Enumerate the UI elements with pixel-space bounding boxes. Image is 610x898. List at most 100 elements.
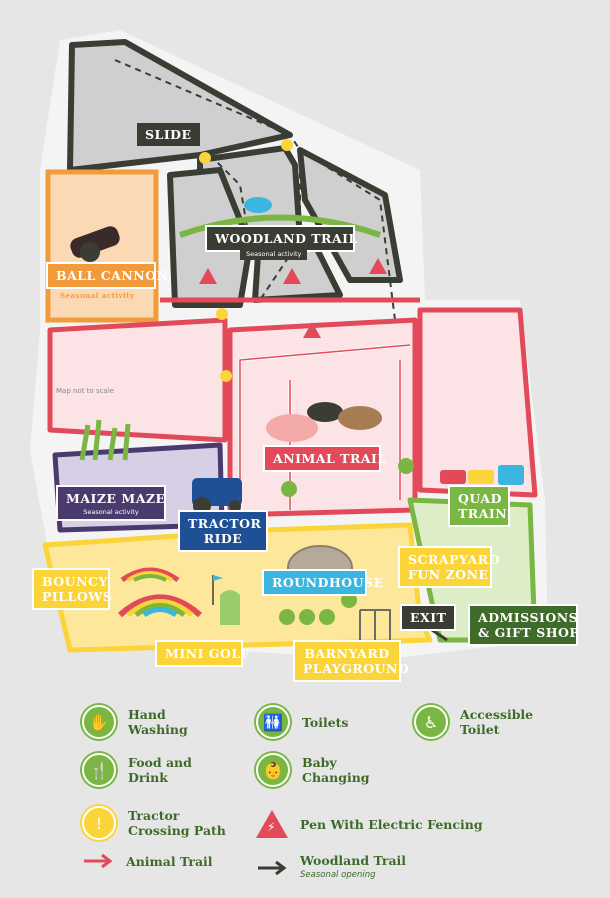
goat-image — [338, 406, 382, 430]
bouncy-pillow-small — [120, 567, 180, 583]
bouncy-pillow-small-band2 — [133, 574, 167, 582]
food-drink-marker-icon — [281, 458, 414, 497]
woodland-zone-right — [297, 147, 403, 283]
label-exit[interactable]: EXIT — [400, 604, 457, 631]
hand-washing-line2: Washing — [128, 722, 188, 737]
label-tractor-ride: TRACTOR RIDE — [178, 510, 268, 552]
woodland-trail-title: WOODLAND TRAIL — [215, 231, 358, 246]
label-woodland-trail: WOODLAND TRAIL — [205, 225, 358, 252]
label-slide: SLIDE — [137, 123, 200, 146]
admissions-line2: & GIFT SHOP — [478, 625, 580, 640]
golf-flag — [213, 575, 223, 581]
toilets-text: Toilets — [302, 714, 349, 730]
animal-zone-right — [417, 307, 538, 498]
label-barnyard: BARNYARD PLAYGROUND — [293, 640, 409, 682]
food-drink-icon: 🍴 — [82, 753, 116, 787]
tractor-wheel-small — [229, 500, 241, 512]
woodland-foliage — [179, 214, 381, 238]
legend-electric-fence: ⚡ Pen With Electric Fencing — [256, 810, 483, 838]
hand-washing-line1: Hand — [128, 707, 166, 722]
quad-train-engine — [498, 465, 524, 485]
bouncy-line1: BOUNCY — [42, 574, 108, 589]
bouncy-pillow-large-band2 — [134, 603, 186, 618]
cannon-wheel — [80, 242, 100, 262]
legend-toilets: 🚻 Toilets — [256, 705, 348, 739]
tractor-ride-line1: TRACTOR — [188, 516, 262, 531]
tractor-ride-line2: RIDE — [203, 531, 243, 546]
ball-cannon-title: BALL CANNON — [56, 268, 169, 283]
quad-train-line1: QUAD — [458, 491, 502, 506]
barnyard-line1: BARNYARD — [304, 646, 390, 661]
woodland-trail-arrow-icon — [258, 860, 287, 876]
baby-changing-icon: 👶 — [256, 753, 290, 787]
label-bouncy-pillows: BOUNCY PILLOWS — [32, 568, 113, 610]
quad-train-car-2 — [468, 470, 494, 484]
barnyard-line2: PLAYGROUND — [303, 661, 410, 676]
label-ball-cannon: BALL CANNON — [46, 262, 168, 289]
label-admissions[interactable]: ADMISSIONS & GIFT SHOP — [468, 604, 580, 646]
woodland-zone-top — [67, 39, 293, 173]
woodland-trail-title-legend: Woodland Trail — [300, 853, 407, 868]
pig-image — [266, 414, 318, 442]
bouncy-pillow-large-band — [126, 599, 194, 617]
ball-cannon-sub: Seasonal activity — [60, 291, 135, 300]
woodland-trail-sub-legend: Seasonal opening — [300, 870, 376, 880]
crossing-line2: Crossing Path — [128, 823, 226, 838]
animal-trail-arrow-icon — [84, 853, 113, 869]
scrapyard-line2: FUN ZONE — [408, 567, 489, 582]
electric-fence-marker-icon — [199, 258, 387, 338]
woodland-sub-badge: Seasonal activity — [240, 249, 308, 260]
food-line2: Drink — [128, 770, 168, 785]
tractor-crossing-marker-icon — [199, 139, 293, 382]
animal-trail-text: Animal Trail — [126, 853, 213, 869]
electric-fence-icon: ⚡ — [256, 810, 288, 838]
hand-washing-icon: ✋ — [82, 705, 116, 739]
legend-animal-trail: Animal Trail — [82, 853, 213, 869]
bouncy-pillow-small-band — [126, 571, 174, 582]
baby-line1: Baby — [302, 755, 337, 770]
bouncy-line2: PILLOWS — [42, 589, 113, 604]
quad-train-car — [440, 470, 466, 484]
food-line1: Food and — [128, 755, 192, 770]
playground-frame — [359, 609, 391, 640]
bird-image — [244, 197, 272, 213]
label-roundhouse: ROUNDHOUSE — [262, 569, 383, 596]
bouncy-pillow-large — [118, 594, 202, 618]
scale-note: Map not to scale — [56, 387, 114, 395]
ostrich-image — [307, 402, 343, 422]
label-maize-maze: MAIZE MAZE Seasonal activity — [56, 485, 166, 521]
accessible-toilet-icon: ♿ — [414, 705, 448, 739]
accessible-line1: Accessible — [460, 707, 534, 722]
maize-maze-title: MAIZE MAZE — [66, 491, 166, 506]
crossing-line1: Tractor — [128, 808, 180, 823]
exit-arrow — [431, 628, 448, 642]
label-scrapyard: SCRAPYARD FUN ZONE — [398, 546, 500, 588]
accessible-line2: Toilet — [460, 722, 500, 737]
maize-image — [79, 419, 131, 461]
scrapyard-line1: SCRAPYARD — [408, 552, 501, 567]
animal-zone-left — [47, 317, 228, 443]
toilets-icon: 🚻 — [256, 705, 290, 739]
label-mini-golf: MINI GOLF — [155, 640, 250, 667]
label-quad-train: QUAD TRAIN — [448, 485, 510, 527]
label-animal-trail: ANIMAL TRAIL — [263, 445, 386, 472]
facilities-markers — [279, 592, 357, 625]
maize-maze-sub: Seasonal activity — [83, 508, 139, 516]
admissions-line1: ADMISSIONS — [478, 610, 579, 625]
electric-text: Pen With Electric Fencing — [300, 816, 483, 832]
mini-golf-figure — [220, 590, 240, 625]
baby-line2: Changing — [302, 770, 370, 785]
quad-train-line2: TRAIN — [458, 506, 508, 521]
